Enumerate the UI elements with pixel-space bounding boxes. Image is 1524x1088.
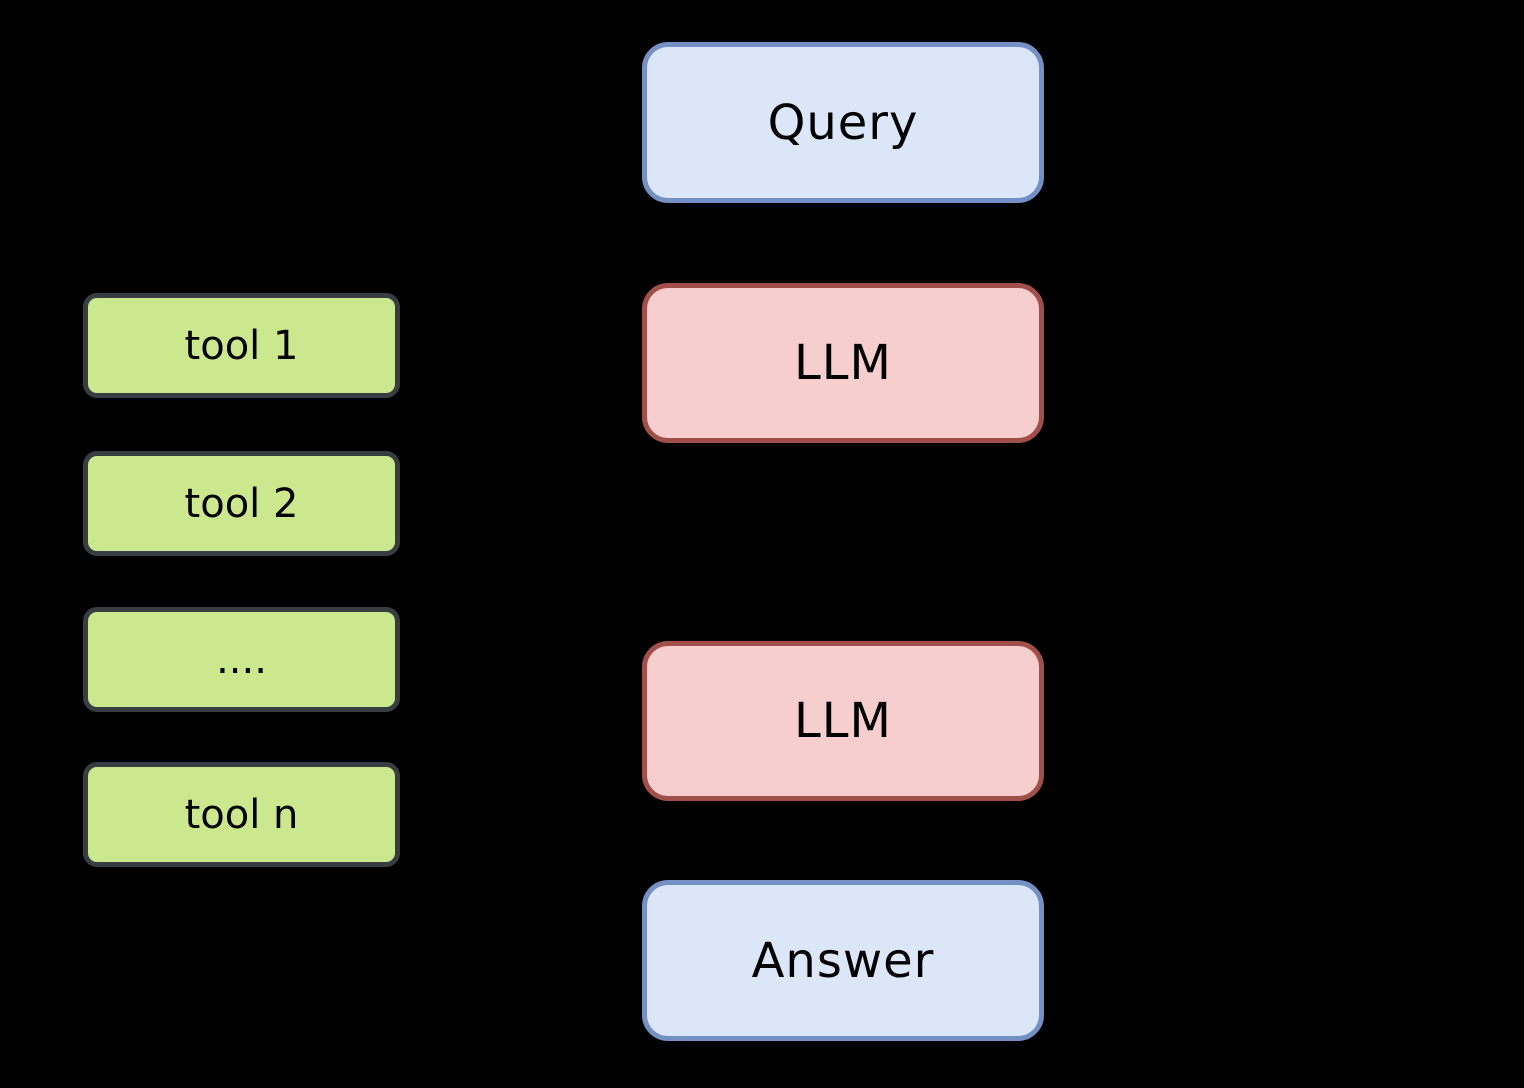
tool-node-n-label: tool n (184, 791, 299, 838)
llm-node-2-label: LLM (794, 693, 892, 749)
tool-node-ellipsis: .... (83, 607, 400, 712)
answer-node-label: Answer (751, 932, 935, 989)
tool-node-1-label: tool 1 (184, 322, 299, 369)
tool-node-2: tool 2 (83, 451, 400, 556)
tool-node-2-label: tool 2 (184, 480, 299, 527)
query-node-label: Query (767, 94, 919, 151)
query-node: Query (642, 42, 1044, 203)
tool-node-n: tool n (83, 762, 400, 867)
answer-node: Answer (642, 880, 1044, 1041)
llm-node-2: LLM (642, 641, 1044, 801)
llm-node-1: LLM (642, 283, 1044, 443)
tool-node-1: tool 1 (83, 293, 400, 398)
tool-node-ellipsis-label: .... (216, 636, 267, 683)
llm-node-1-label: LLM (794, 335, 892, 391)
